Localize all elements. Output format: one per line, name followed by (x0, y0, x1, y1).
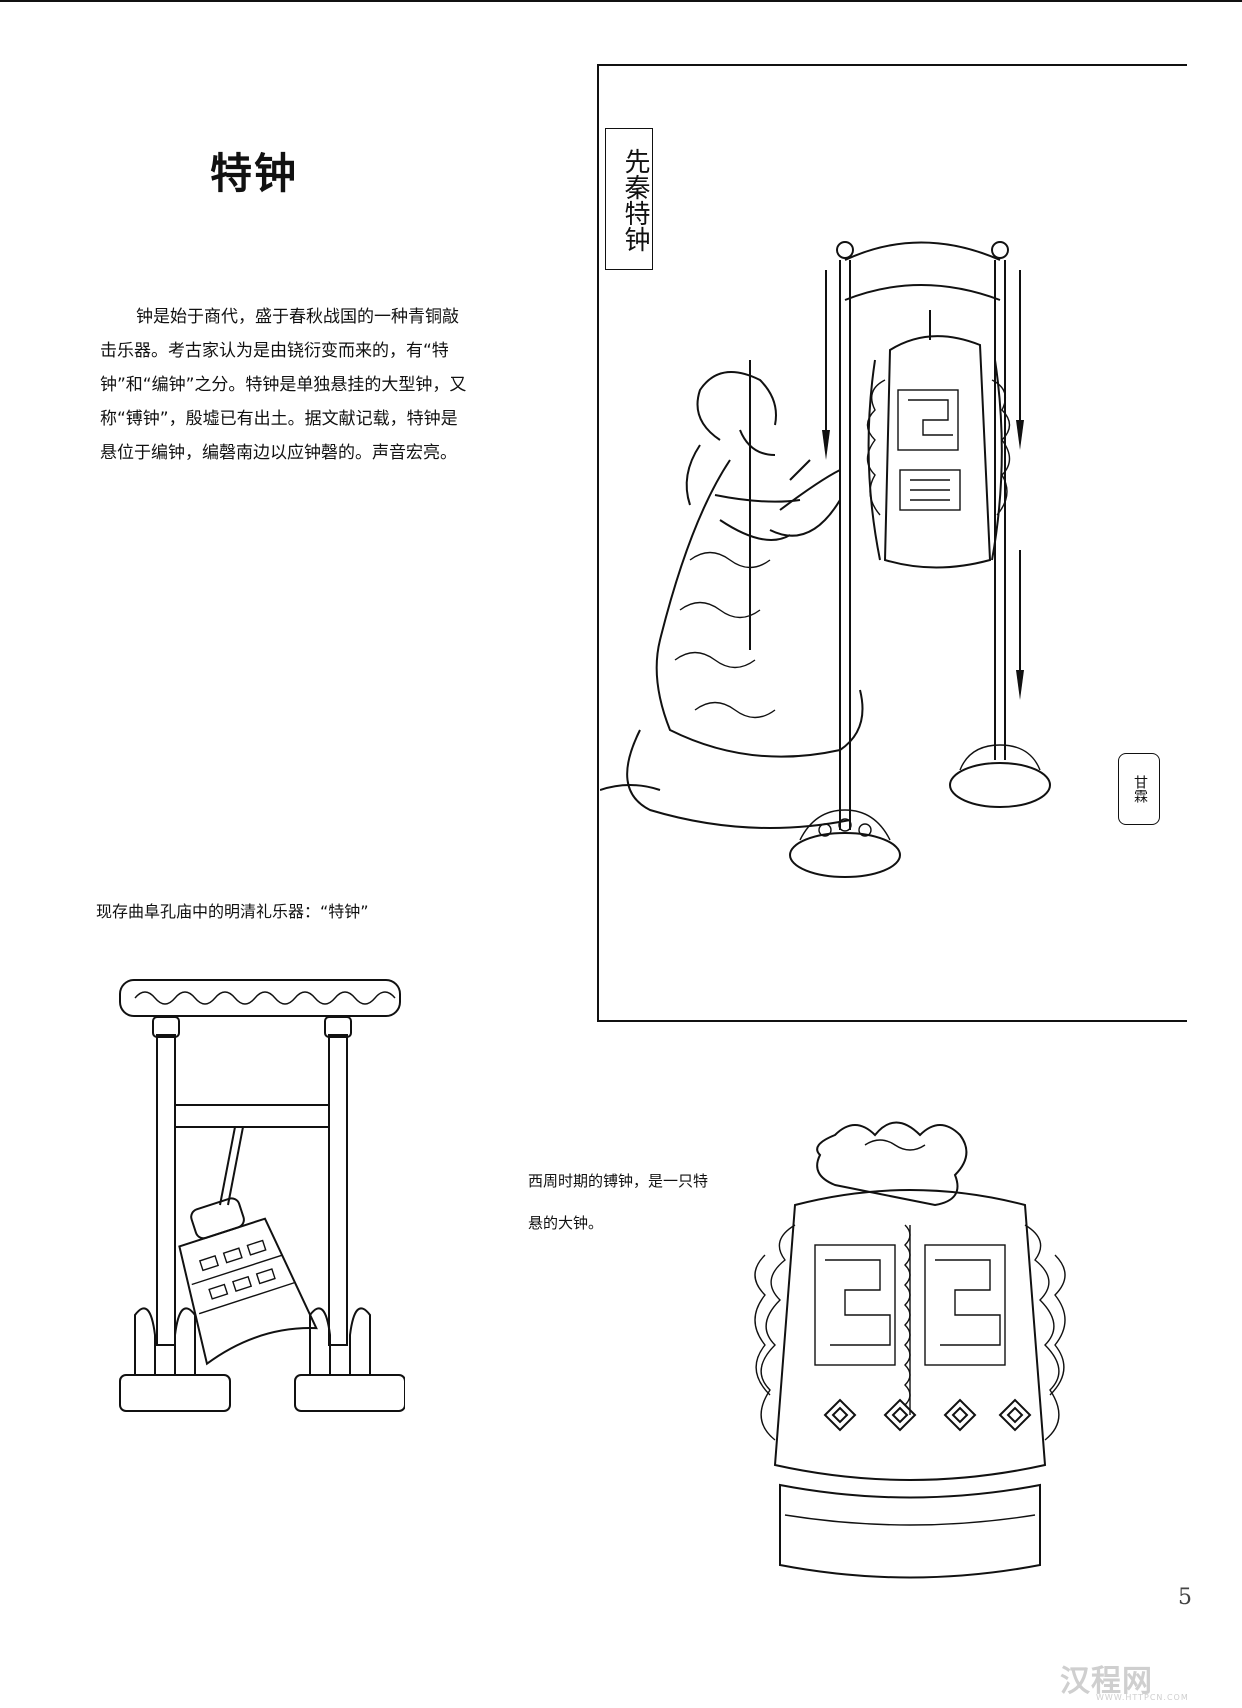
western-zhou-bo-bell-drawing (754, 1121, 1066, 1579)
watermark-logo: 汉程网 (1060, 1664, 1153, 1699)
illustration-frame (597, 64, 1187, 1022)
confucius-temple-bell-drawing (119, 979, 405, 1412)
caption-confucius-temple-bell: 现存曲阜孔庙中的明清礼乐器：“特钟” (96, 902, 369, 921)
body-paragraph: 钟是始于商代，盛于春秋战国的一种青铜敲击乐器。考古家认为是由铙衍变而来的，有“特… (100, 307, 467, 463)
woman-striking-bell-drawing (600, 241, 1051, 878)
watermark-url: WWW.HTTPCN.COM (1096, 1693, 1189, 1702)
caption-western-zhou-bell: 西周时期的镈钟，是一只特悬的大钟。 (528, 1172, 709, 1232)
top-rule (0, 0, 1242, 2)
illustration-seal-label: 先秦特钟 (605, 128, 653, 270)
page-title: 特钟 (210, 149, 299, 198)
artist-seal-stamp: 甘霖 (1118, 753, 1160, 825)
page-number: 5 (1178, 1585, 1192, 1610)
